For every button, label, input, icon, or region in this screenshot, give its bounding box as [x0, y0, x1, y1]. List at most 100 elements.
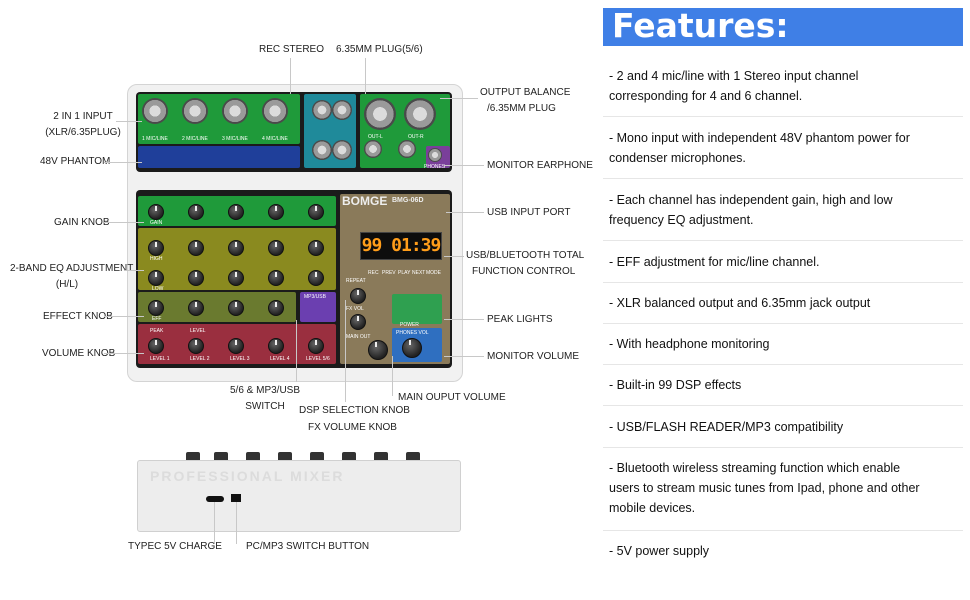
rec-jack-r[interactable] — [332, 100, 352, 120]
gain-knob-2[interactable] — [188, 204, 204, 220]
high-knob-5[interactable] — [308, 240, 324, 256]
feature-item-1: - 2 and 4 mic/line with 1 Stereo input c… — [609, 69, 859, 103]
features-header — [603, 8, 963, 46]
out-label-l: OUT-L — [368, 134, 383, 140]
main-out-label: MAIN OUT — [346, 334, 371, 340]
input-jack-2[interactable] — [182, 98, 208, 124]
feature-item-5: - XLR balanced output and 6.35mm jack ou… — [609, 296, 871, 310]
eff-knob-4[interactable] — [268, 300, 284, 316]
low-knob-2[interactable] — [188, 270, 204, 286]
eff-knob-3[interactable] — [228, 300, 244, 316]
input-jack-4[interactable] — [262, 98, 288, 124]
high-knob-3[interactable] — [228, 240, 244, 256]
transport-prev[interactable]: PREV — [382, 270, 396, 276]
transport-play[interactable]: PLAY — [398, 270, 411, 276]
feature-divider — [603, 240, 963, 241]
leader-volume-knob — [104, 353, 144, 354]
transport-rec[interactable]: REC — [368, 270, 379, 276]
mp3-usb-switch[interactable]: MP3/USB — [304, 294, 326, 300]
feature-item-8: - USB/FLASH READER/MP3 compatibility — [609, 420, 844, 434]
callout-effect-knob: EFFECT KNOB — [43, 311, 113, 322]
phones-jack[interactable] — [428, 148, 442, 162]
line-jack-6[interactable] — [332, 140, 352, 160]
high-knob-4[interactable] — [268, 240, 284, 256]
callout-eq: 2-BAND EQ ADJUSTMENT — [10, 263, 134, 274]
gain-knob-3[interactable] — [228, 204, 244, 220]
callout-usb-input: USB INPUT PORT — [487, 207, 571, 218]
level-knob-1[interactable] — [148, 338, 164, 354]
callout-fx-volume: FX VOLUME KNOB — [308, 422, 397, 433]
callout-dsp-knob: DSP SELECTION KNOB — [299, 405, 410, 416]
transport-mode[interactable]: MODE — [426, 270, 441, 276]
feature-item-9: - Bluetooth wireless streaming function … — [609, 461, 920, 515]
low-knob-3[interactable] — [228, 270, 244, 286]
model-number: BMG-06D — [392, 197, 424, 204]
callout-monitor-earphone: MONITOR EARPHONE — [487, 160, 593, 171]
row-label-high: HIGH — [150, 256, 163, 262]
gain-knob-1[interactable] — [148, 204, 164, 220]
repeat-label: REPEAT — [346, 278, 366, 284]
phones-vol-label: PHONES VOL — [396, 330, 429, 336]
phones-label: PHONES — [424, 164, 446, 170]
channel-label-4: 4 MIC/LINE — [262, 136, 288, 142]
leader-effect-knob — [104, 316, 144, 317]
brand-logo: BOMGE — [342, 194, 388, 208]
leader-typec — [214, 502, 215, 544]
eff-knob-2[interactable] — [188, 300, 204, 316]
input-jack-1[interactable] — [142, 98, 168, 124]
peak-zone — [392, 294, 442, 324]
channel-label-2: 2 MIC/LINE — [182, 136, 208, 142]
led-display: 99 01:39 — [360, 232, 442, 260]
typec-port[interactable] — [206, 496, 224, 502]
xlr-out-l[interactable] — [364, 98, 396, 130]
feature-item-6: - With headphone monitoring — [609, 337, 770, 351]
rec-jack-l[interactable] — [312, 100, 332, 120]
dsp-selection-knob[interactable] — [350, 288, 366, 304]
callout-volume-knob: VOLUME KNOB — [42, 348, 116, 359]
low-knob-1[interactable] — [148, 270, 164, 286]
leader-output-balance — [440, 98, 478, 99]
high-knob-2[interactable] — [188, 240, 204, 256]
level-label-3: LEVEL 3 — [230, 356, 250, 362]
callout-plug-56: 6.35MM PLUG(5/6) — [336, 44, 423, 55]
level-knob-4[interactable] — [268, 338, 284, 354]
feature-divider — [603, 116, 963, 117]
leader-plug-56 — [365, 58, 366, 94]
leader-monitor-volume — [444, 356, 484, 357]
channel-label-3: 3 MIC/LINE — [222, 136, 248, 142]
gain-knob-4[interactable] — [268, 204, 284, 220]
leader-usb-input — [446, 212, 484, 213]
level-label-4: LEVEL 4 — [270, 356, 290, 362]
level-knob-3[interactable] — [228, 338, 244, 354]
level-label-1: LEVEL 1 — [150, 356, 170, 362]
line-jack-5[interactable] — [312, 140, 332, 160]
callout-switch-56-2: SWITCH — [245, 401, 285, 412]
callout-gain-knob: GAIN KNOB — [54, 217, 110, 228]
side-knob-3 — [246, 452, 260, 460]
eff-knob-1[interactable] — [148, 300, 164, 316]
main-output-knob[interactable] — [368, 340, 388, 360]
callout-output-balance: OUTPUT BALANCE — [480, 87, 571, 98]
feature-divider — [603, 405, 963, 406]
callout-usb-bt-2: FUNCTION CONTROL — [472, 266, 576, 277]
low-knob-4[interactable] — [268, 270, 284, 286]
level-knob-5[interactable] — [308, 338, 324, 354]
jack-out-r[interactable] — [398, 140, 416, 158]
input-jack-3[interactable] — [222, 98, 248, 124]
fx-volume-knob[interactable] — [350, 314, 366, 330]
feature-item-2: - Mono input with independent 48V phanto… — [609, 131, 910, 165]
high-knob-1[interactable] — [148, 240, 164, 256]
row-label-low: LOW — [152, 286, 164, 292]
leader-pc-mp3 — [236, 502, 237, 544]
xlr-out-r[interactable] — [404, 98, 436, 130]
leader-phantom — [104, 162, 142, 163]
side-knob-8 — [406, 452, 420, 460]
transport-next[interactable]: NEXT — [412, 270, 426, 276]
level-knob-2[interactable] — [188, 338, 204, 354]
out-label-r: OUT-R — [408, 134, 424, 140]
gain-knob-5[interactable] — [308, 204, 324, 220]
pc-mp3-switch-button[interactable] — [231, 494, 241, 502]
jack-out-l[interactable] — [364, 140, 382, 158]
low-knob-5[interactable] — [308, 270, 324, 286]
monitor-volume-knob[interactable] — [402, 338, 422, 358]
